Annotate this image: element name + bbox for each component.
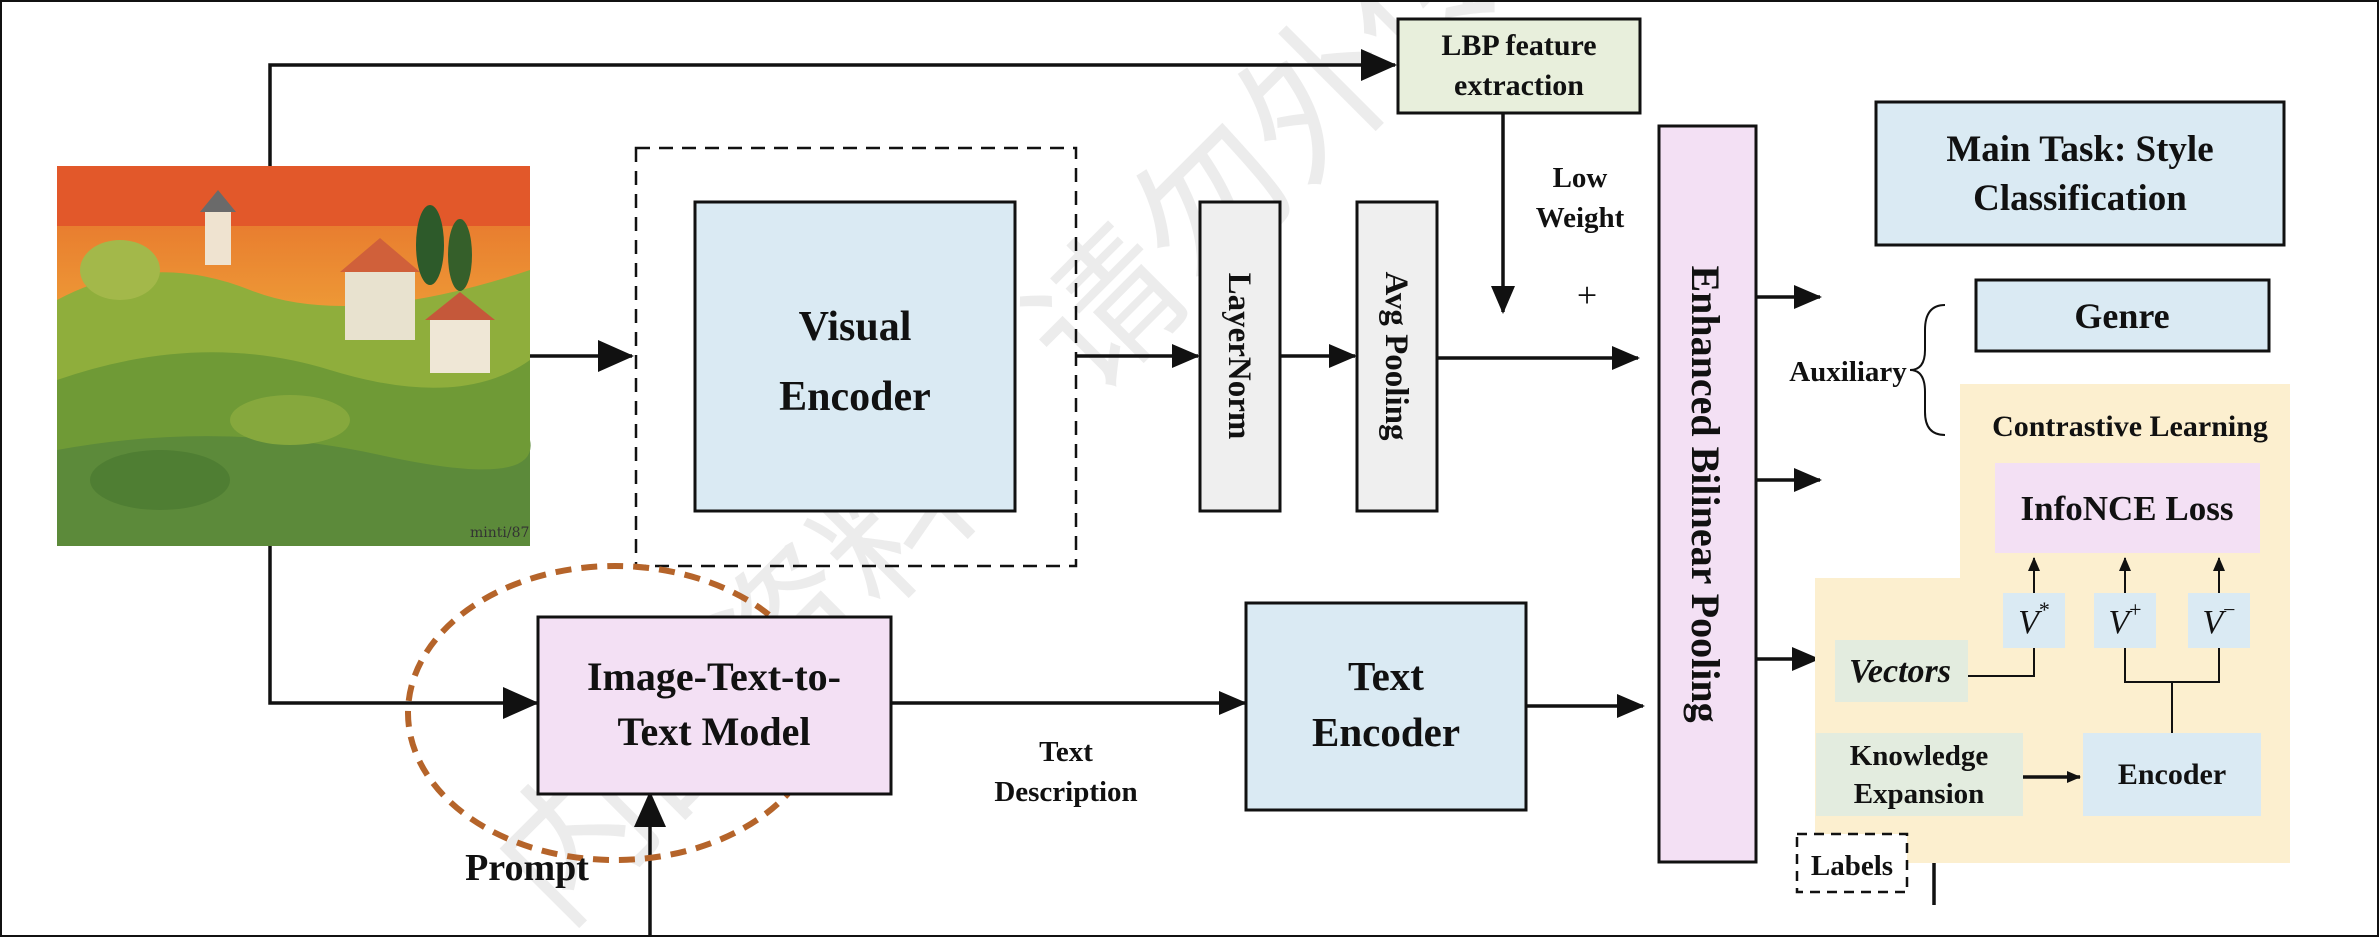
main-task-node: Main Task: Style Classification xyxy=(1874,100,2286,247)
visual-encoder-node: Visual Encoder xyxy=(693,200,1017,513)
text-encoder-line1: Text xyxy=(1348,653,1424,699)
encoder-node xyxy=(2083,733,2261,816)
enhanced-bilinear-pooling-node: Enhanced Bilinear Pooling xyxy=(1657,124,1758,864)
layernorm-node: LayerNorm xyxy=(1198,200,1282,513)
low-weight-line1: Low xyxy=(1553,162,1608,194)
text-description-line2: Description xyxy=(994,776,1137,808)
infonce-label: InfoNCE Loss xyxy=(2021,489,2234,528)
labels-label: Labels xyxy=(1811,850,1893,882)
prompt-label: Prompt xyxy=(465,847,589,889)
labels-node: Labels xyxy=(1795,832,1909,894)
contrastive-learning-label: Contrastive Learning xyxy=(1992,410,2268,443)
svg-text:minti/87: minti/87 xyxy=(470,525,529,541)
vectors-node xyxy=(1835,640,1968,702)
plus-sign: + xyxy=(1577,275,1597,315)
enhanced-bilinear-label: Enhanced Bilinear Pooling xyxy=(1683,265,1728,722)
genre-node: Genre xyxy=(1974,278,2271,353)
v-minus-node xyxy=(2188,593,2250,648)
v-star-node xyxy=(2003,593,2065,648)
visual-encoder-line1: Visual xyxy=(799,304,912,350)
main-task-line1: Main Task: Style xyxy=(1946,129,2213,170)
text-encoder-node: Text Encoder xyxy=(1244,601,1528,812)
text-encoder-line2: Encoder xyxy=(1312,709,1460,755)
low-weight-line2: Weight xyxy=(1536,202,1625,234)
infonce-loss-node xyxy=(1995,463,2260,553)
painting-image: minti/87 xyxy=(57,166,531,546)
image-text-to-text-model-node: Image-Text-to- Text Model xyxy=(405,563,893,863)
model-line2: Text Model xyxy=(618,709,811,754)
vectors-label: Vectors xyxy=(1849,653,1951,690)
connectors xyxy=(268,49,1946,937)
visual-encoder-line2: Encoder xyxy=(779,374,931,420)
knowledge-line1: Knowledge xyxy=(1850,740,1989,772)
contrastive-learning-region: Contrastive Learning InfoNCE Loss V* V+ … xyxy=(1815,384,2290,863)
genre-label: Genre xyxy=(2074,296,2169,336)
auxiliary-brace xyxy=(1909,304,1946,436)
encoder-label: Encoder xyxy=(2118,758,2226,791)
knowledge-expansion-node xyxy=(1816,733,2023,816)
text-description-line1: Text xyxy=(1039,736,1093,768)
layernorm-label: LayerNorm xyxy=(1221,273,1257,440)
knowledge-line2: Expansion xyxy=(1854,778,1985,810)
lbp-feature-extraction-node: LBP feature extraction xyxy=(1396,17,1642,115)
v-plus-node xyxy=(2094,593,2156,648)
model-line1: Image-Text-to- xyxy=(587,654,841,699)
main-task-line2: Classification xyxy=(1973,178,2187,219)
lbp-label-line1: LBP feature xyxy=(1441,29,1596,62)
visual-encoder-frame xyxy=(634,146,1078,568)
avg-pooling-node: Avg Pooling xyxy=(1355,200,1439,513)
auxiliary-label: Auxiliary xyxy=(1789,356,1907,388)
lbp-label-line2: extraction xyxy=(1454,69,1584,102)
avg-pooling-label: Avg Pooling xyxy=(1378,272,1414,441)
